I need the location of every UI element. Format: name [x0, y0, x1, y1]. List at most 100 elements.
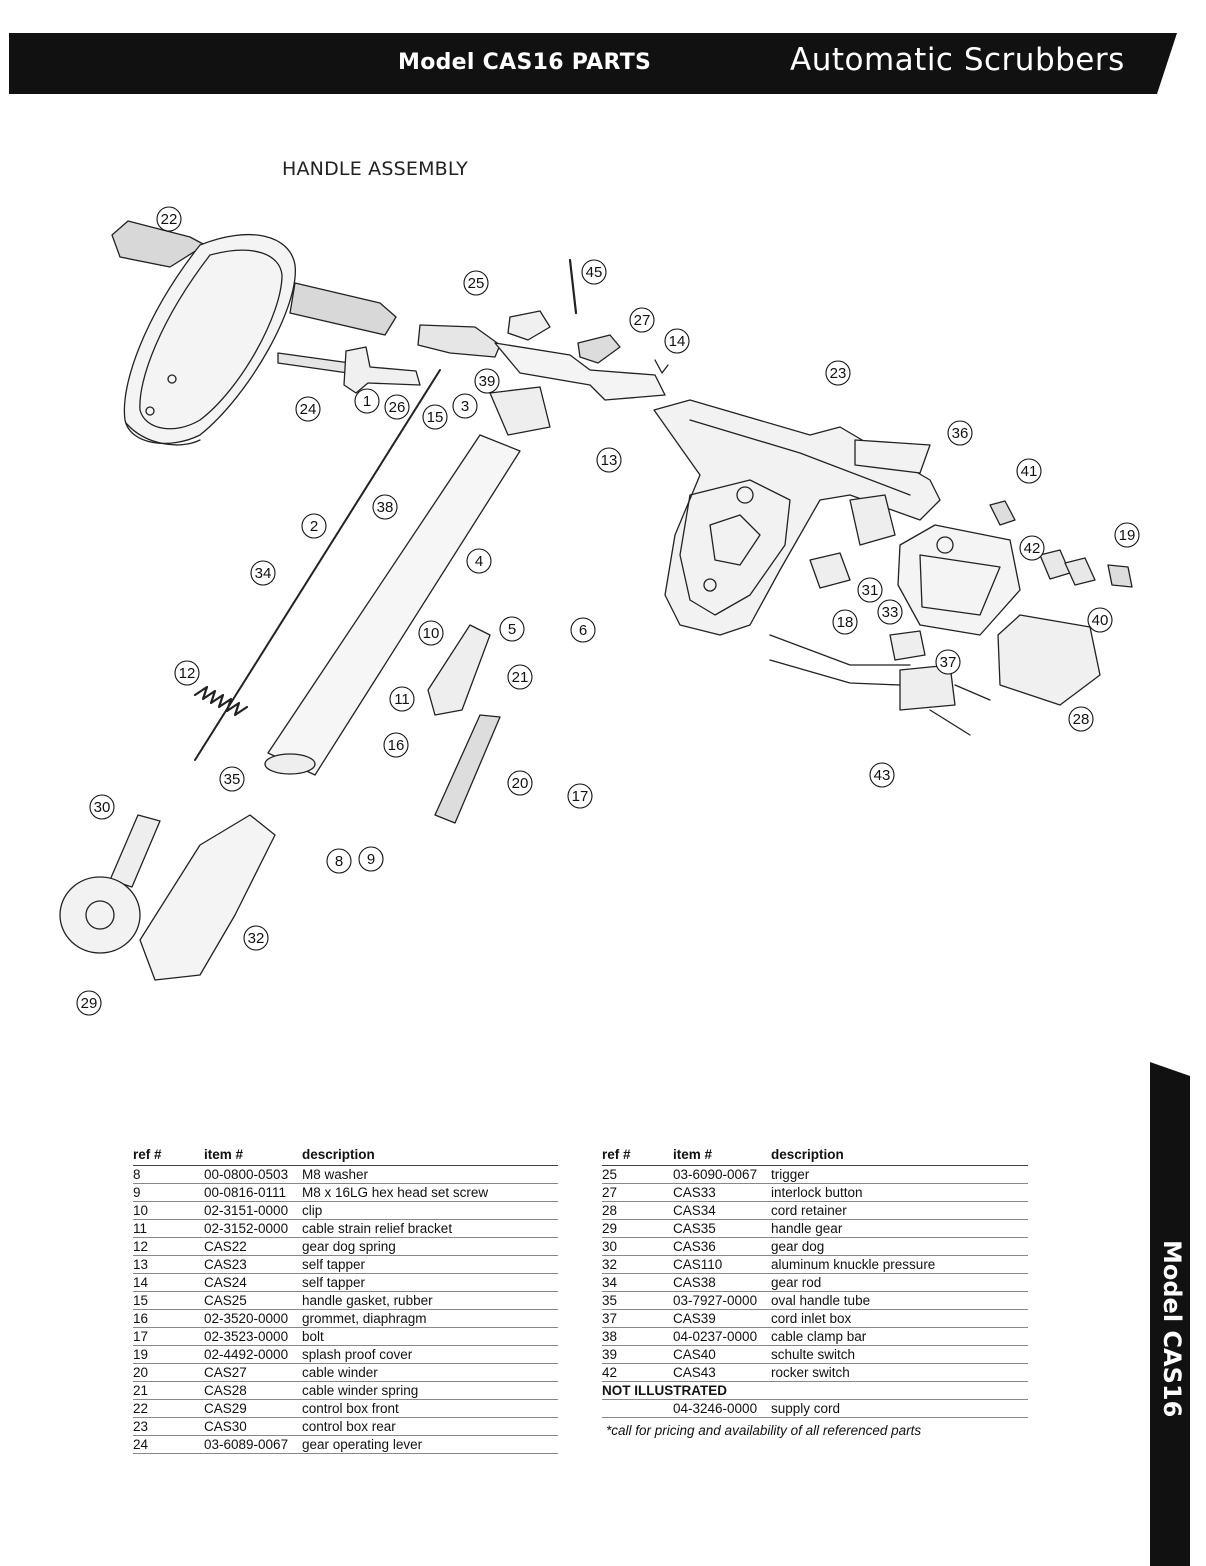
cell-item: 02-3523-0000 [204, 1327, 302, 1346]
callout: 10 [423, 625, 440, 642]
cell-description: handle gear [771, 1219, 1028, 1238]
callout: 32 [248, 930, 265, 947]
callout: 4 [475, 553, 483, 570]
part-gear-dog [109, 814, 161, 888]
cell-item: 02-3152-0000 [204, 1219, 302, 1238]
callout: 43 [874, 767, 891, 784]
side-tab-label: Model CAS16 [1158, 1240, 1186, 1418]
part-control-box-rear [653, 399, 941, 636]
cell-ref: 12 [133, 1237, 204, 1256]
cell-description: splash proof cover [302, 1345, 558, 1364]
header-description: description [302, 1145, 558, 1166]
cell-ref: 27 [602, 1183, 673, 1202]
callout: 42 [1024, 540, 1041, 557]
cell-ref: 39 [602, 1345, 673, 1364]
cell-item: CAS28 [204, 1381, 302, 1400]
header-ref: ref # [602, 1145, 673, 1166]
cell-ref: 29 [602, 1219, 673, 1238]
cell-ref: 42 [602, 1363, 673, 1382]
cell-item: 03-6090-0067 [673, 1165, 771, 1184]
cell-description: grommet, diaphragm [302, 1309, 558, 1328]
cell-ref: 20 [133, 1363, 204, 1382]
cell-ref: 14 [133, 1273, 204, 1292]
cell-description: cable winder spring [302, 1381, 558, 1400]
cell-ref: 24 [133, 1435, 204, 1454]
callout: 2 [310, 518, 318, 535]
cell-ref: 38 [602, 1327, 673, 1346]
side-tab-background [1150, 1062, 1190, 1566]
cell-item: CAS33 [673, 1183, 771, 1202]
cell-ref: 21 [133, 1381, 204, 1400]
part-splash-cover [1107, 564, 1133, 588]
cell-description: self tapper [302, 1255, 558, 1274]
cell-item: 03-7927-0000 [673, 1291, 771, 1310]
callout: 40 [1092, 612, 1109, 629]
header-item: item # [204, 1145, 302, 1166]
callout: 13 [601, 452, 618, 469]
part-cover [854, 439, 931, 474]
cell-ref [602, 1399, 673, 1418]
callout: 3 [461, 398, 469, 415]
part-gear-dog-spring [193, 685, 249, 717]
cell-item: CAS110 [673, 1255, 771, 1274]
callout: 8 [335, 853, 343, 870]
side-tab [1150, 1062, 1206, 1566]
handle-assembly-diagram: 22 25 45 27 14 23 36 41 19 42 40 28 43 3… [59, 206, 1140, 1016]
cell-ref: 8 [133, 1165, 204, 1184]
cell-ref: 32 [602, 1255, 673, 1274]
cell-ref: 34 [602, 1273, 673, 1292]
callout-labels: 22 25 45 27 14 23 36 41 19 42 40 28 43 3… [81, 211, 1136, 1012]
part-pad-18 [889, 630, 926, 661]
cell-item: 04-0237-0000 [673, 1327, 771, 1346]
cell-ref: 13 [133, 1255, 204, 1274]
cell-ref: 35 [602, 1291, 673, 1310]
callout: 29 [81, 995, 98, 1012]
cell-description: cable winder [302, 1363, 558, 1382]
cell-description: rocker switch [771, 1363, 1028, 1382]
cell-item: 00-0800-0503 [204, 1165, 302, 1184]
part-schulte-switch [489, 386, 551, 436]
callout: 28 [1073, 711, 1090, 728]
callout: 18 [837, 614, 854, 631]
part-trigger [417, 258, 669, 401]
cell-ref: 22 [133, 1399, 204, 1418]
callout: 41 [1021, 463, 1038, 480]
cell-item: CAS38 [673, 1273, 771, 1292]
cell-ref: 23 [133, 1417, 204, 1436]
callout: 6 [579, 622, 587, 639]
part-cord-inlet-box [897, 524, 1021, 636]
cell-item: CAS22 [204, 1237, 302, 1256]
cell-item: CAS30 [204, 1417, 302, 1436]
cell-description: handle gasket, rubber [302, 1291, 558, 1310]
table-header-row: ref # item # description [602, 1145, 1028, 1166]
cell-item: CAS35 [673, 1219, 771, 1238]
part-oval-handle-tube [264, 434, 521, 776]
cell-description: oval handle tube [771, 1291, 1028, 1310]
cell-description: cable clamp bar [771, 1327, 1028, 1346]
part-cable-winder [434, 714, 501, 824]
callout: 39 [479, 373, 496, 390]
cell-description: gear dog [771, 1237, 1028, 1256]
cell-item: CAS34 [673, 1201, 771, 1220]
header-description: description [771, 1145, 1028, 1166]
cell-description: cord retainer [771, 1201, 1028, 1220]
cell-description: gear dog spring [302, 1237, 558, 1256]
footnote: *call for pricing and availability of al… [606, 1423, 922, 1438]
